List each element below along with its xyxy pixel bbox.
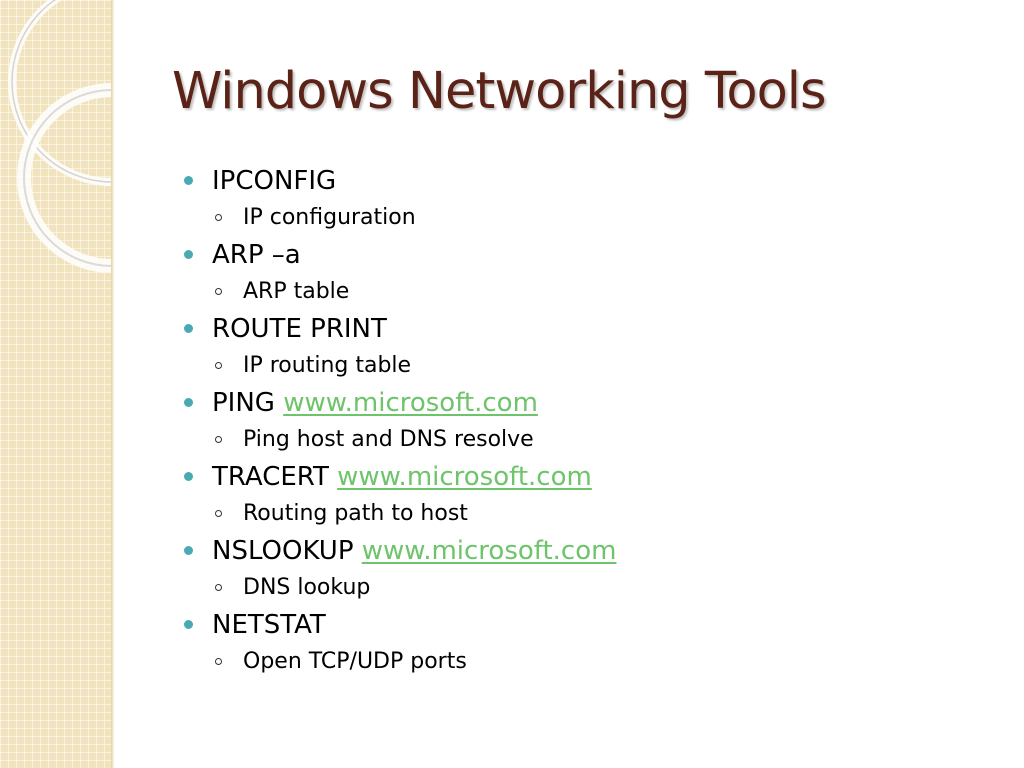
sub-bullet-ping: Ping host and DNS resolve bbox=[184, 423, 984, 459]
sub-text: ARP table bbox=[243, 279, 350, 304]
bullet-item-ping: PING www.microsoft.com bbox=[184, 385, 984, 423]
filled-dot-bullet-icon bbox=[184, 398, 193, 407]
command-text: NETSTAT bbox=[212, 610, 326, 640]
bullet-item-ipconfig: IPCONFIG bbox=[184, 163, 984, 201]
ring-bullet-icon bbox=[215, 658, 222, 665]
bullet-item-route-print: ROUTE PRINT bbox=[184, 311, 984, 349]
sub-text: IP routing table bbox=[243, 353, 412, 378]
bullet-list: IPCONFIG IP configuration ARP –a ARP tab… bbox=[184, 163, 984, 681]
command-text: TRACERT bbox=[212, 462, 329, 492]
bullet-item-nslookup: NSLOOKUP www.microsoft.com bbox=[184, 533, 984, 571]
ring-bullet-icon bbox=[215, 436, 222, 443]
sub-bullet-ipconfig: IP configuration bbox=[184, 201, 984, 237]
ring-bullet-icon bbox=[215, 214, 222, 221]
sub-text: DNS lookup bbox=[243, 575, 371, 600]
filled-dot-bullet-icon bbox=[184, 176, 193, 185]
bullet-item-arp: ARP –a bbox=[184, 237, 984, 275]
sub-bullet-netstat: Open TCP/UDP ports bbox=[184, 645, 984, 681]
ring-bullet-icon bbox=[215, 288, 222, 295]
sub-bullet-nslookup: DNS lookup bbox=[184, 571, 984, 607]
bullet-item-netstat: NETSTAT bbox=[184, 607, 984, 645]
command-text: PING bbox=[212, 388, 275, 418]
filled-dot-bullet-icon bbox=[184, 472, 193, 481]
ring-bullet-icon bbox=[215, 362, 222, 369]
sub-text: Ping host and DNS resolve bbox=[243, 427, 534, 452]
command-text: ARP –a bbox=[212, 240, 301, 270]
filled-dot-bullet-icon bbox=[184, 324, 193, 333]
ring-bullet-icon bbox=[215, 510, 222, 517]
slide-title: Windows Networking Tools bbox=[172, 62, 827, 121]
tracert-link[interactable]: www.microsoft.com bbox=[337, 462, 592, 492]
filled-dot-bullet-icon bbox=[184, 546, 193, 555]
sub-bullet-arp: ARP table bbox=[184, 275, 984, 311]
sub-bullet-tracert: Routing path to host bbox=[184, 497, 984, 533]
command-text: ROUTE PRINT bbox=[212, 314, 387, 344]
nslookup-link[interactable]: www.microsoft.com bbox=[361, 536, 617, 566]
bullet-item-tracert: TRACERT www.microsoft.com bbox=[184, 459, 984, 497]
sidebar-edge bbox=[111, 0, 114, 768]
sub-bullet-route-print: IP routing table bbox=[184, 349, 984, 385]
ping-link[interactable]: www.microsoft.com bbox=[283, 388, 538, 418]
ring-bullet-icon bbox=[215, 584, 222, 591]
sub-text: Routing path to host bbox=[243, 501, 468, 526]
decorative-circles bbox=[8, 0, 113, 273]
sub-text: IP configuration bbox=[243, 205, 416, 230]
decorative-sidebar bbox=[0, 0, 113, 768]
filled-dot-bullet-icon bbox=[184, 250, 193, 259]
command-text: IPCONFIG bbox=[212, 166, 337, 196]
filled-dot-bullet-icon bbox=[184, 620, 193, 629]
command-text: NSLOOKUP bbox=[212, 536, 354, 566]
sub-text: Open TCP/UDP ports bbox=[243, 649, 467, 674]
